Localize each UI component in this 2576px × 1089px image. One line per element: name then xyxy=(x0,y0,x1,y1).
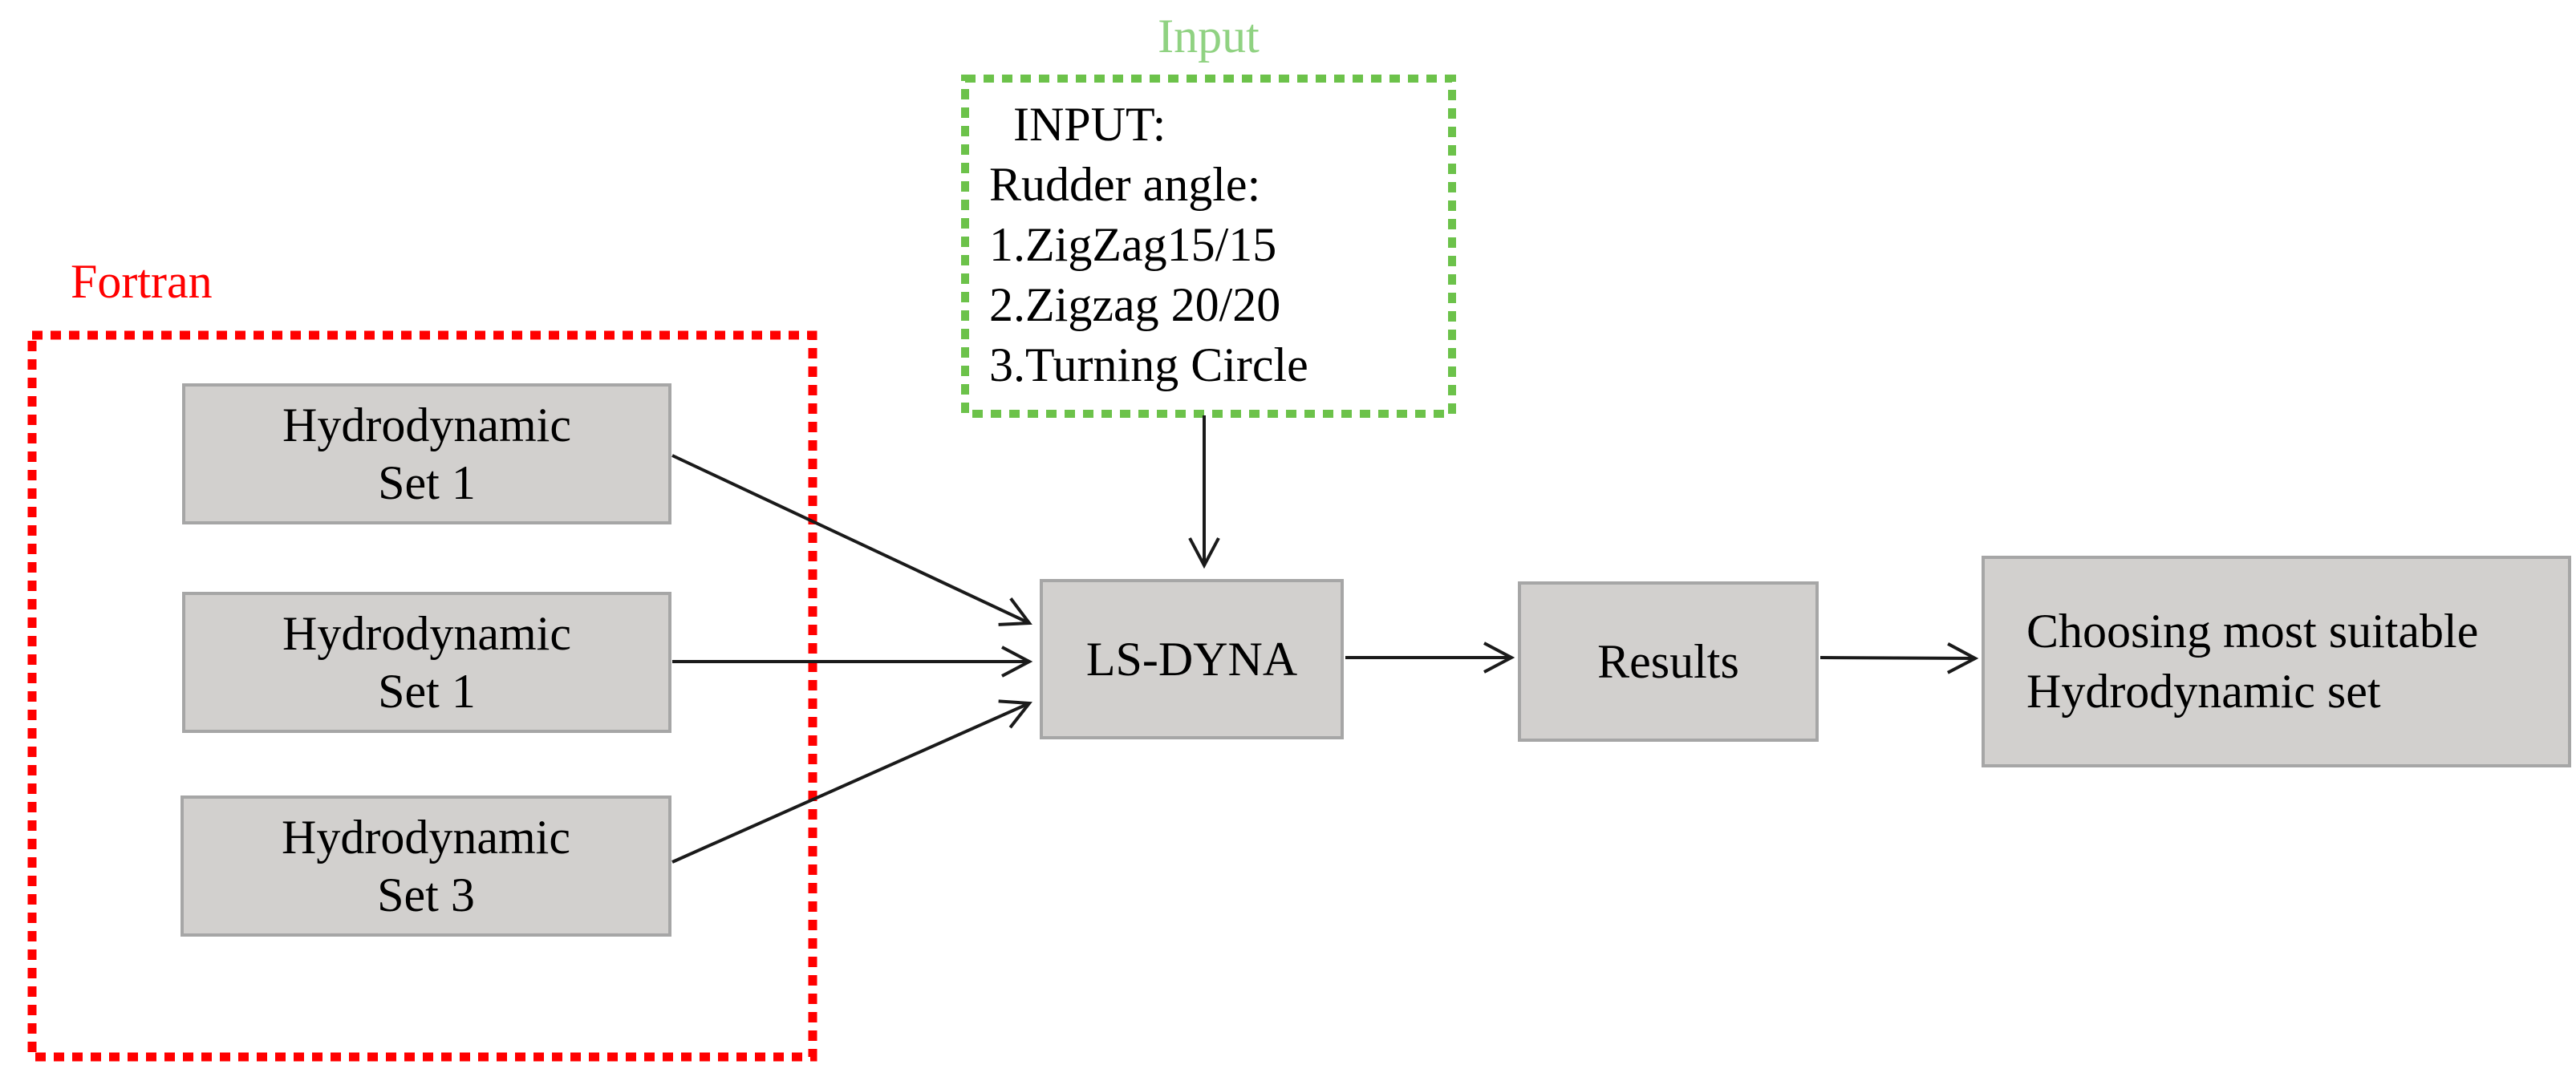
hydrodynamic-set-2-box: Hydrodynamic Set 1 xyxy=(182,592,671,733)
choosing-box: Choosing most suitable Hydrodynamic set xyxy=(1982,556,2571,767)
hydrodynamic-set-1-box: Hydrodynamic Set 1 xyxy=(182,383,671,524)
arrow-set1-to-lsdyna xyxy=(671,454,1032,626)
input-line-input: INPUT: xyxy=(989,98,1166,151)
input-text-block: INPUT: Rudder angle: 1.ZigZag15/15 2.Zig… xyxy=(989,95,1308,395)
fortran-group-label: Fortran xyxy=(71,255,213,308)
input-line-rudder-angle: Rudder angle: xyxy=(989,158,1261,211)
input-line-zigzag-20: 2.Zigzag 20/20 xyxy=(989,278,1281,331)
input-group-border xyxy=(961,75,1456,418)
hydrodynamic-set-3-box: Hydrodynamic Set 3 xyxy=(181,795,671,937)
fortran-group-border xyxy=(27,330,817,1062)
input-group-label: Input xyxy=(1158,10,1260,63)
results-box: Results xyxy=(1518,581,1819,742)
lsdyna-box: LS-DYNA xyxy=(1040,579,1344,739)
input-line-turning-circle: 3.Turning Circle xyxy=(989,338,1308,391)
arrow-set3-to-lsdyna xyxy=(671,699,1032,864)
input-line-zigzag-15: 1.ZigZag15/15 xyxy=(989,218,1277,271)
